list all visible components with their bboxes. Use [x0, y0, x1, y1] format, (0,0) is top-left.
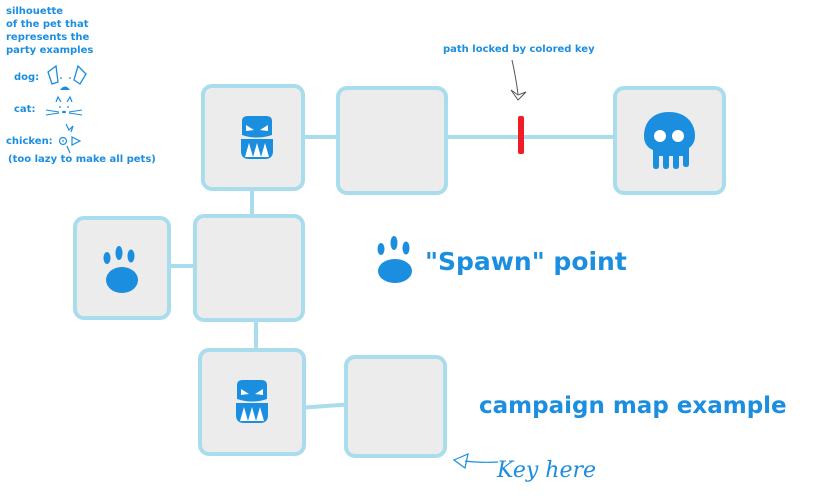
chicken-face-icon — [58, 123, 82, 154]
skull-icon — [644, 112, 695, 169]
cat-face-icon — [45, 95, 83, 116]
room-center — [193, 214, 305, 322]
legend-title-line-1: silhouette — [6, 6, 64, 17]
connector-top-middle-to-boss — [446, 135, 617, 139]
locked-path-marker — [518, 116, 524, 154]
locked-path-label: path locked by colored key — [443, 44, 595, 55]
legend-title-line-3: represents the — [6, 32, 90, 43]
paw-icon — [377, 236, 412, 283]
legend-chicken-label: chicken: — [6, 136, 53, 147]
room-top-middle — [336, 86, 448, 195]
key-here-label: Key here — [497, 458, 597, 483]
room-top-left — [201, 84, 305, 191]
map-caption: campaign map example — [479, 393, 787, 419]
spawn-point-label: "Spawn" point — [425, 247, 627, 276]
room-key — [344, 355, 447, 458]
connector-center-to-bottom-left — [254, 319, 258, 351]
connector-bottom-left-to-key-room — [304, 402, 348, 410]
pointer-arrow-icon — [452, 452, 499, 470]
legend-note: (too lazy to make all pets) — [8, 154, 156, 165]
pointer-arrow-icon — [510, 59, 527, 101]
legend-cat-label: cat: — [14, 104, 36, 115]
connector-top-left-to-top-middle — [303, 135, 341, 139]
connector-spawn-to-center — [169, 264, 197, 268]
monster-icon — [236, 380, 268, 423]
paw-icon — [103, 246, 138, 293]
dog-face-icon — [47, 64, 87, 90]
legend-dog-label: dog: — [14, 72, 40, 83]
room-bottom-left — [198, 348, 306, 456]
connector-top-left-to-center — [250, 189, 254, 219]
monster-icon — [241, 116, 273, 159]
legend-title-line-4: party examples — [6, 45, 94, 56]
legend-title-line-2: of the pet that — [6, 19, 89, 30]
